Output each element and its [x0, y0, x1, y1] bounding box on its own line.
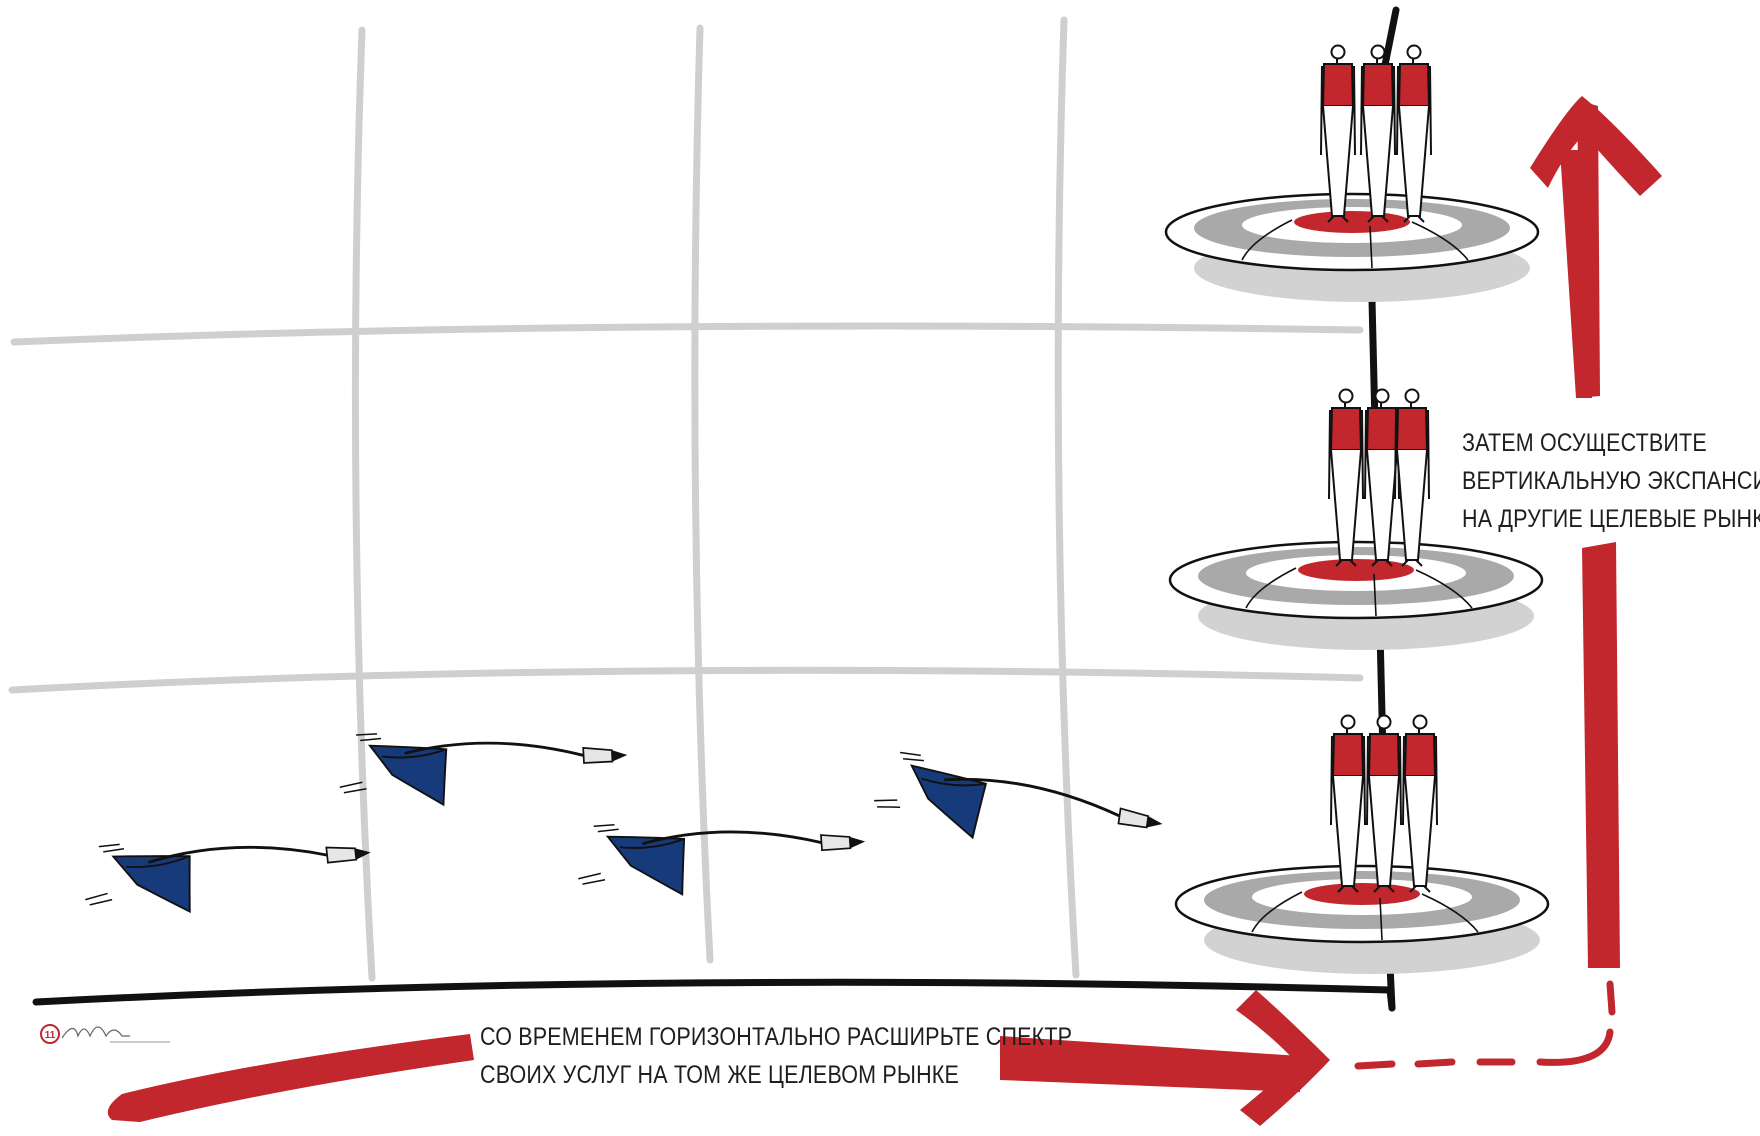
vertical-caption-line-1: ЗАТЕМ ОСУЩЕСТВИТЕ: [1462, 429, 1707, 457]
vertical-caption-line-2: ВЕРТИКАЛЬНУЮ ЭКСПАНСИЮ: [1462, 467, 1760, 495]
expansion-path: [32, 6, 1400, 1012]
target-market-top: [1164, 44, 1540, 304]
arrow-right-icon: [107, 990, 1330, 1126]
author-logo-icon: 11: [40, 1024, 170, 1044]
svg-text:11: 11: [45, 1030, 56, 1041]
horizontal-caption-line-1: СО ВРЕМЕНЕМ ГОРИЗОНТАЛЬНО РАСШИРЬТЕ СПЕК…: [480, 1023, 1073, 1051]
vertical-expansion-caption: ЗАТЕМ ОСУЩЕСТВИТЕ ВЕРТИКАЛЬНУЮ ЭКСПАНСИЮ…: [1462, 424, 1760, 538]
dart-icon: [869, 748, 1169, 865]
horizontal-caption-line-2: СВОИХ УСЛУГ НА ТОМ ЖЕ ЦЕЛЕВОМ РЫНКЕ: [480, 1061, 959, 1089]
dart-icon: [78, 816, 377, 924]
grid-line: [351, 26, 376, 982]
grid-line: [10, 322, 1364, 346]
person-icon: [1402, 714, 1438, 893]
grid-line: [691, 24, 714, 964]
person-icon: [1364, 388, 1400, 567]
market-grid: [8, 16, 1364, 982]
arrow-up-icon: [1530, 96, 1662, 968]
dart-icon: [335, 719, 631, 812]
horizontal-expansion-caption: СО ВРЕМЕНЕМ ГОРИЗОНТАЛЬНО РАСШИРЬТЕ СПЕК…: [480, 1018, 1072, 1094]
person-icon: [1328, 388, 1364, 567]
person-icon: [1394, 388, 1430, 567]
grid-line: [8, 666, 1364, 694]
target-market-bottom: [1174, 714, 1550, 976]
dashed-connector: [1354, 980, 1616, 1070]
dart-icon: [573, 805, 870, 903]
grid-line: [1054, 16, 1080, 979]
vertical-caption-line-3: НА ДРУГИЕ ЦЕЛЕВЫЕ РЫНКИ: [1462, 505, 1760, 533]
